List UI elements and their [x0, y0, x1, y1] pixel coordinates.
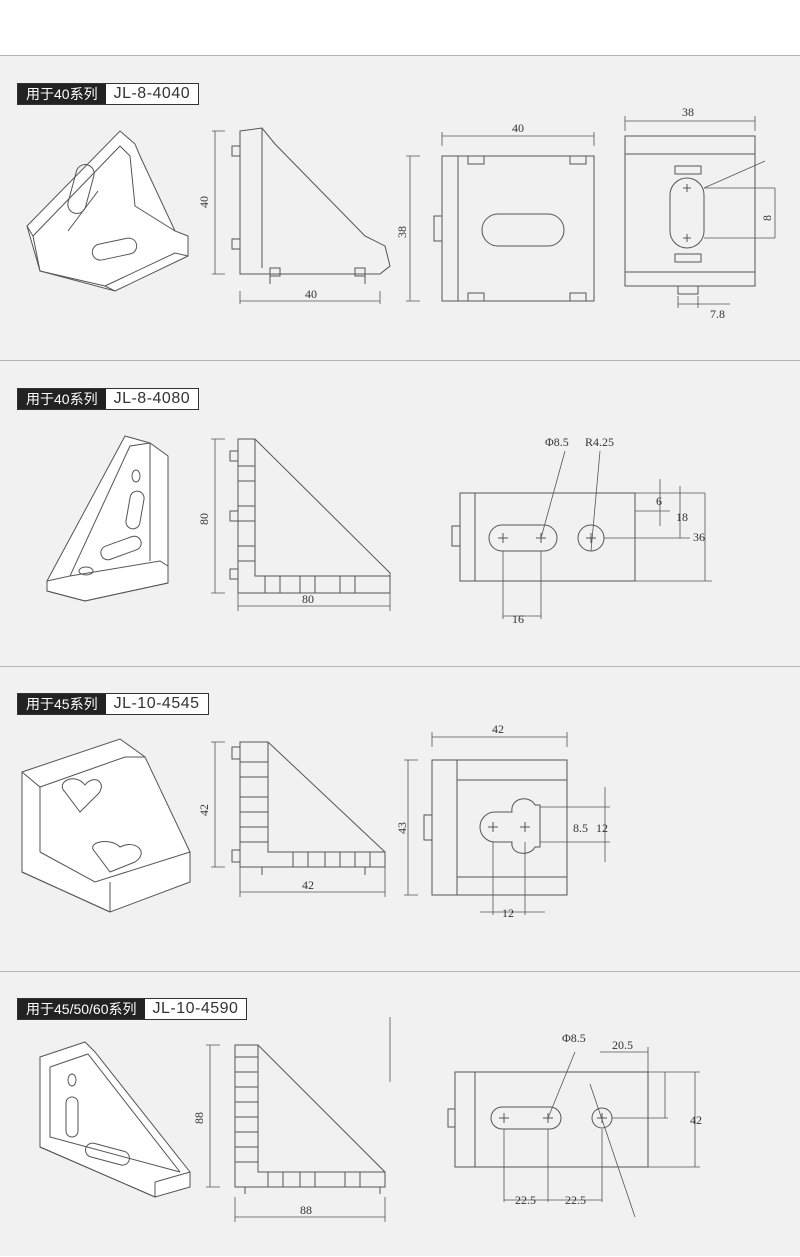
dim-side-width: 40 — [305, 287, 317, 301]
side-view — [212, 127, 391, 304]
side-view — [211, 741, 386, 897]
dim-side-width: 80 — [302, 592, 314, 606]
dim-16: 16 — [512, 612, 524, 626]
dim-6: 6 — [656, 494, 662, 508]
product-label: 用于45系列 JL-10-4545 — [17, 693, 209, 715]
dim-bottom: 12 — [502, 906, 514, 920]
front-view — [406, 132, 595, 302]
series-tag: 用于40系列 — [18, 389, 106, 409]
dim-right-slot: 8 — [760, 215, 774, 221]
section-jl-10-4545: 用于45系列 JL-10-4545 4 — [0, 666, 800, 972]
dim-18: 18 — [676, 510, 688, 524]
dim-left-gap: 22.5 — [515, 1193, 536, 1207]
dim-pitch: 12 — [596, 821, 608, 835]
product-label: 用于40系列 JL-8-4080 — [17, 388, 200, 410]
model-number: JL-10-4545 — [113, 695, 200, 712]
dim-front-width: 42 — [492, 722, 504, 736]
drawing-jl-10-4545: 42 42 42 43 8.5 12 12 — [21, 722, 610, 920]
dim-right-gap: 22.5 — [565, 1193, 586, 1207]
isometric-view — [46, 435, 169, 602]
isometric-view — [26, 130, 189, 292]
drawing-jl-10-4590: 88 88 Φ8.5 20.5 42 22.5 22.5 — [39, 1017, 702, 1222]
dim-right-width: 38 — [682, 105, 694, 119]
dim-side-width: 42 — [302, 878, 314, 892]
section-jl-8-4040: 用于40系列 JL-8-4040 40 40 — [0, 55, 800, 361]
dim-hole: 8.5 — [573, 821, 588, 835]
drawing-jl-8-4080: 80 80 Φ8.5 R4.25 6 18 36 16 — [46, 435, 712, 626]
dim-front-width: 40 — [512, 121, 524, 135]
series-tag: 用于45系列 — [18, 694, 106, 714]
front-view — [404, 732, 610, 915]
model-number: JL-10-4590 — [152, 1000, 239, 1017]
dim-front-height: 38 — [395, 226, 409, 238]
section-jl-10-4590: 用于45/50/60系列 JL-10-4590 88 — [0, 971, 800, 1256]
side-view — [206, 1017, 391, 1222]
dim-side-width: 88 — [300, 1203, 312, 1217]
dim-right-bottom: 7.8 — [710, 307, 725, 321]
model-number: JL-8-4040 — [113, 85, 191, 102]
product-label: 用于40系列 JL-8-4040 — [17, 83, 200, 105]
dim-side-height: 80 — [197, 513, 211, 525]
dim-side-height: 88 — [192, 1112, 206, 1124]
right-view — [624, 116, 776, 308]
series-tag: 用于40系列 — [18, 84, 106, 104]
dim-front-height: 43 — [395, 822, 409, 834]
dim-right-height: 42 — [690, 1113, 702, 1127]
dim-hole-diameter: Φ8.5 — [562, 1031, 586, 1045]
dim-hole-diameter: Φ8.5 — [545, 435, 569, 449]
section-jl-8-4080: 用于40系列 JL-8-4080 — [0, 360, 800, 667]
front-view — [451, 450, 712, 619]
product-label: 用于45/50/60系列 JL-10-4590 — [17, 998, 248, 1020]
front-view — [447, 1047, 700, 1218]
side-view — [211, 438, 391, 611]
isometric-view — [21, 738, 191, 913]
model-number: JL-8-4080 — [113, 390, 191, 407]
dim-radius: R4.25 — [585, 435, 614, 449]
dim-top-offset: 20.5 — [612, 1038, 633, 1052]
dim-36: 36 — [693, 530, 705, 544]
drawing-jl-8-4040: 40 40 40 38 — [26, 105, 776, 321]
series-tag: 用于45/50/60系列 — [18, 999, 145, 1019]
isometric-view — [39, 1041, 191, 1198]
dim-side-height: 42 — [197, 804, 211, 816]
dim-side-height: 40 — [197, 196, 211, 208]
